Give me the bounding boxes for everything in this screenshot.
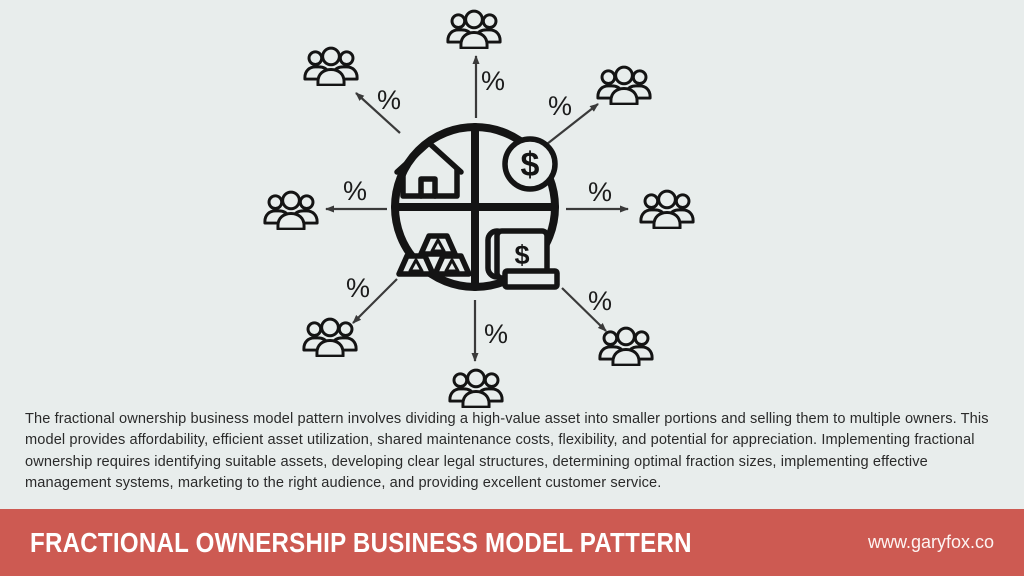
- receipt-dollar-sign: $: [514, 240, 529, 270]
- house-icon: [394, 140, 464, 199]
- spokes-layer: %%%%%%%%: [263, 9, 695, 408]
- coin-dollar-sign: $: [521, 146, 540, 184]
- spoke-bottom-right: %: [561, 286, 654, 366]
- owners-group-icon-top-right: [596, 65, 652, 105]
- gold-bars-icon: [396, 233, 472, 277]
- owners-group-icon-top-left: [303, 46, 359, 86]
- spoke-bottom: %: [448, 300, 508, 408]
- footer-title: FRACTIONAL OWNERSHIP BUSINESS MODEL PATT…: [30, 526, 692, 558]
- spoke-top-left: %: [303, 46, 401, 134]
- percent-label-top: %: [481, 66, 505, 96]
- spoke-top-right: %: [546, 65, 652, 145]
- description-text: The fractional ownership business model …: [25, 411, 989, 491]
- owners-group-icon-bottom-right: [598, 326, 654, 366]
- owners-group-icon-left: [263, 190, 319, 230]
- footer-website-link[interactable]: www.garyfox.co: [867, 532, 994, 552]
- spoke-right: %: [566, 177, 695, 229]
- percent-label-top-left: %: [377, 85, 401, 115]
- percent-label-right: %: [588, 177, 612, 207]
- owners-group-icon-right: [639, 189, 695, 229]
- owners-group-icon-top: [446, 9, 502, 49]
- percent-label-top-right: %: [548, 91, 572, 121]
- distribution-arrow-bottom-left: [352, 278, 398, 324]
- fractional-ownership-diagram: %%%%%%%% $: [263, 9, 695, 408]
- receipt-icon: $: [485, 228, 560, 290]
- spoke-left: %: [263, 176, 387, 230]
- percent-label-bottom: %: [484, 319, 508, 349]
- central-asset-icon: $ $: [391, 123, 560, 291]
- distribution-arrow-bottom-right: [561, 287, 607, 332]
- owners-group-icon-bottom-left: [302, 317, 358, 357]
- owners-group-icon-bottom: [448, 368, 504, 408]
- percent-label-bottom-right: %: [588, 286, 612, 316]
- percent-label-left: %: [343, 176, 367, 206]
- distribution-arrow-top-right: [546, 103, 599, 145]
- spoke-bottom-left: %: [302, 273, 398, 357]
- spoke-top: %: [446, 9, 505, 118]
- distribution-arrow-top-left: [355, 92, 401, 134]
- percent-label-bottom-left: %: [346, 273, 370, 303]
- footer-bar: FRACTIONAL OWNERSHIP BUSINESS MODEL PATT…: [0, 509, 1024, 576]
- dollar-coin-icon: $: [502, 136, 558, 192]
